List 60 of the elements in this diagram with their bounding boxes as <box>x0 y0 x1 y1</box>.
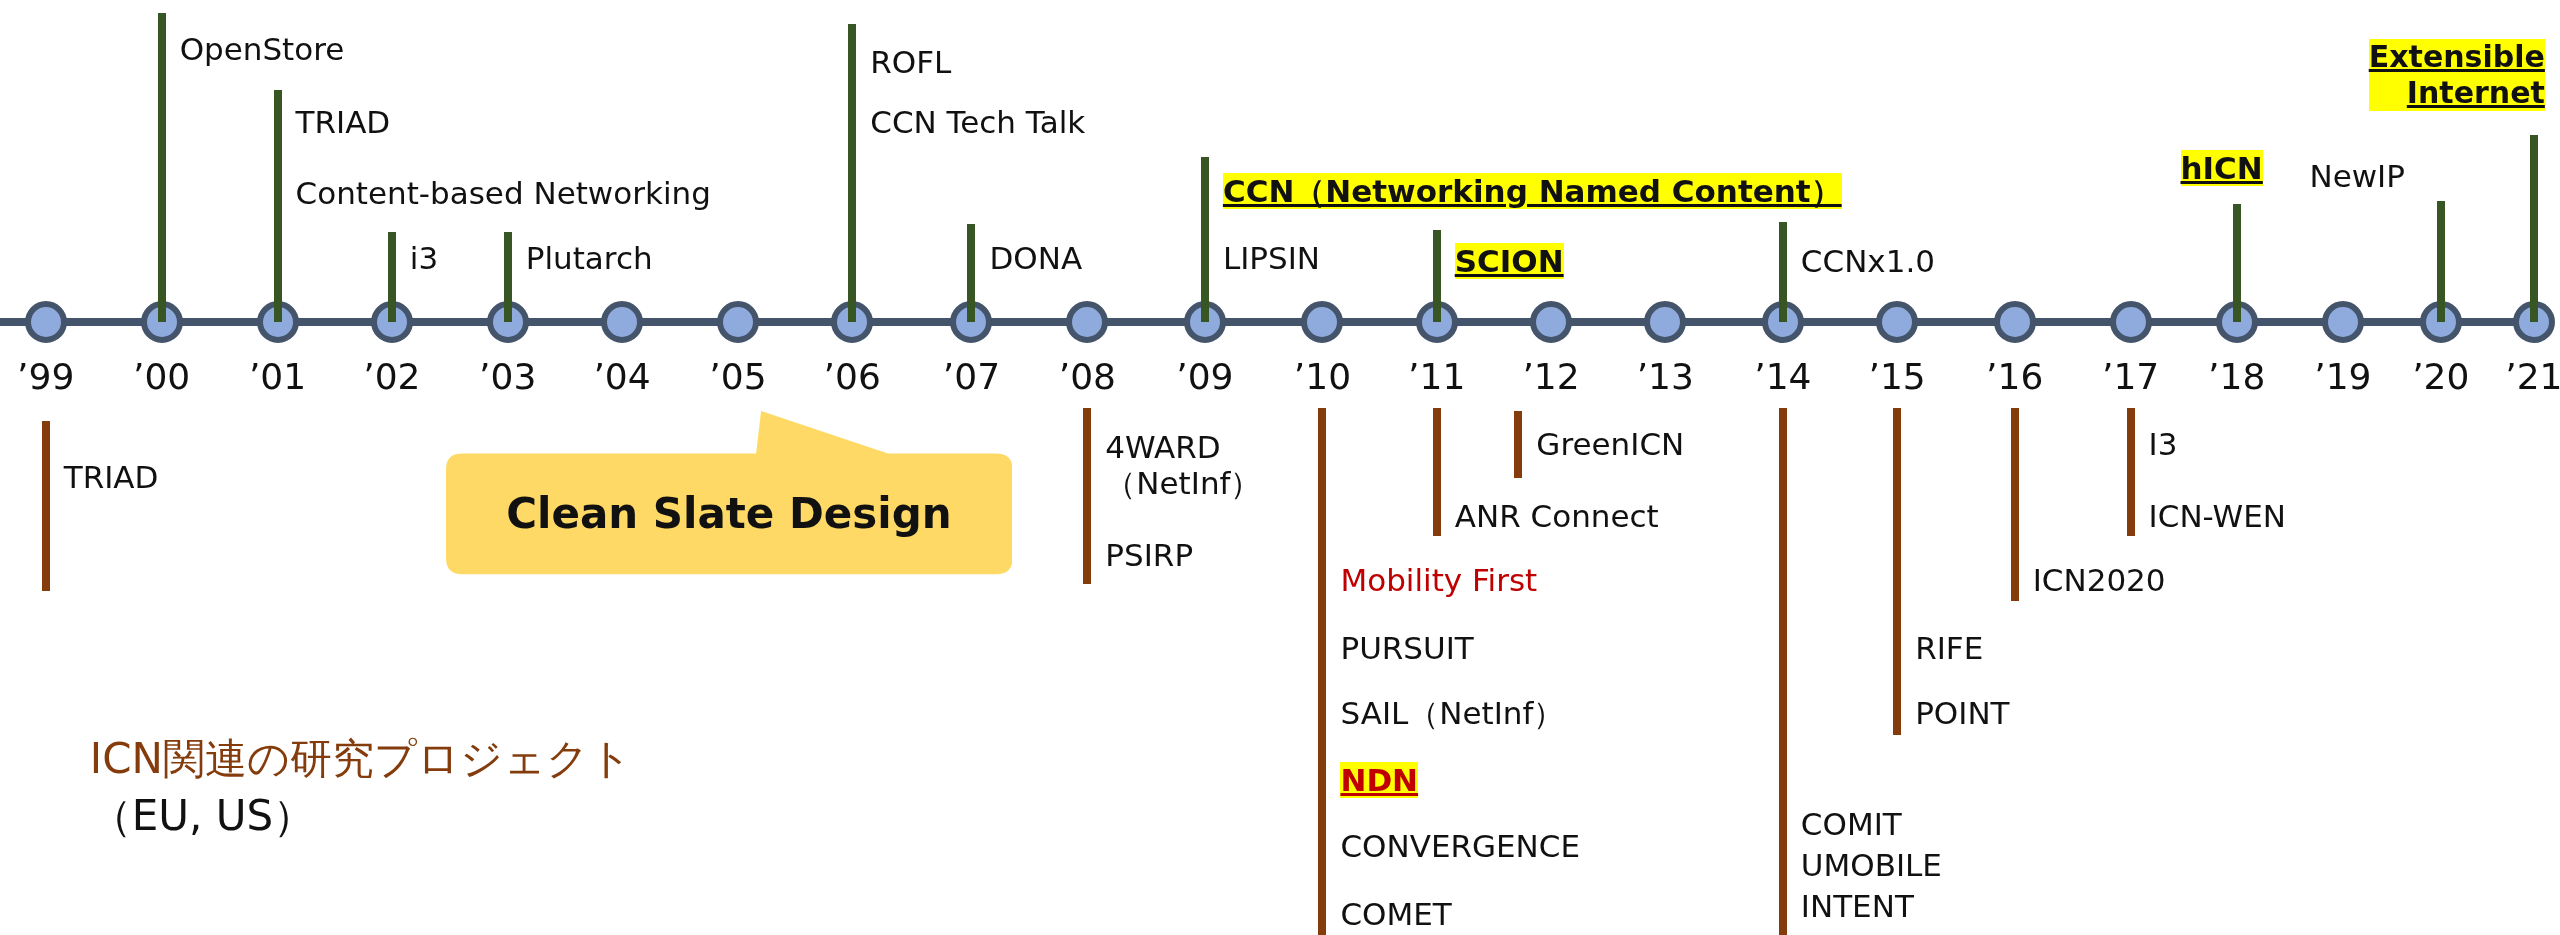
project-label: COMET <box>1340 896 1452 933</box>
project-label: NewIP <box>2309 158 2405 195</box>
project-label: Mobility First <box>1340 561 1538 598</box>
project-label: DONA <box>989 239 1083 276</box>
project-label: Plutarch <box>525 239 653 276</box>
legend-text: ICN関連の研究プロジェクト <box>89 733 632 786</box>
project-label: INTENT <box>1800 887 1914 927</box>
project-label: POINT <box>1915 695 2010 732</box>
year-label: ’03 <box>478 354 538 399</box>
project-label: RIFE <box>1915 630 1984 667</box>
year-label: ’15 <box>1867 354 1927 399</box>
project-label: CONVERGENCE <box>1340 827 1581 864</box>
year-label: ’20 <box>2411 354 2471 399</box>
project-label: LIPSIN <box>1222 239 1320 276</box>
year-label: ’11 <box>1407 354 1467 399</box>
project-label: UMOBILE <box>1800 846 1942 886</box>
project-label: ANR Connect <box>1454 497 1659 534</box>
year-label: ’05 <box>708 354 768 399</box>
highlighted-project-label: hICN <box>2180 150 2263 187</box>
year-label: ’10 <box>1292 354 1353 399</box>
project-label: 4WARD（NetInf） <box>1105 429 1262 502</box>
highlighted-project-label: SCION <box>1454 243 1564 280</box>
highlighted-project-label: Extensible Internet <box>2368 39 2545 112</box>
project-label: i3 <box>409 239 439 276</box>
year-label: ’14 <box>1753 354 1813 399</box>
project-label: SAIL（NetInf） <box>1340 695 1565 732</box>
year-label: ’18 <box>2207 354 2267 399</box>
year-label: ’08 <box>1057 354 1117 399</box>
callout-text: Clean Slate Design <box>505 489 953 540</box>
year-label: ’00 <box>132 354 192 399</box>
project-label: OpenStore <box>179 30 345 67</box>
year-label: ’13 <box>1635 354 1695 399</box>
project-label: ROFL <box>870 44 952 81</box>
project-label: I3 <box>2148 426 2178 463</box>
year-label: ’09 <box>1175 354 1235 399</box>
year-label: ’17 <box>2100 354 2161 399</box>
year-label: ’12 <box>1521 354 1581 399</box>
year-label: ’99 <box>16 354 76 399</box>
year-label: ’19 <box>2313 354 2373 399</box>
highlighted-project-label: NDN <box>1340 762 1419 799</box>
legend-text: （EU, US） <box>89 790 316 843</box>
year-label: ’21 <box>2504 354 2560 399</box>
project-label: CCN Tech Talk <box>870 104 1086 141</box>
highlighted-project-label: CCN（Networking Named Content） <box>1222 173 1842 209</box>
year-label: ’04 <box>592 354 652 399</box>
project-label: ICN-WEN <box>2148 497 2286 534</box>
project-label: ICN2020 <box>2032 561 2166 598</box>
project-label: GreenICN <box>1536 426 1685 463</box>
project-label: PSIRP <box>1105 537 1194 574</box>
year-label: ’06 <box>822 354 882 399</box>
year-label: ’01 <box>247 354 308 399</box>
year-label: ’16 <box>1985 354 2045 399</box>
project-label: TRIAD <box>295 104 391 141</box>
project-label: PURSUIT <box>1340 630 1474 667</box>
year-label: ’02 <box>362 354 422 399</box>
project-label: CCNx1.0 <box>1800 243 1935 280</box>
project-label: Content-based Networking <box>295 174 711 211</box>
project-label: TRIAD <box>63 458 159 495</box>
project-label: COMIT <box>1800 805 1902 845</box>
year-label: ’07 <box>941 354 1002 399</box>
